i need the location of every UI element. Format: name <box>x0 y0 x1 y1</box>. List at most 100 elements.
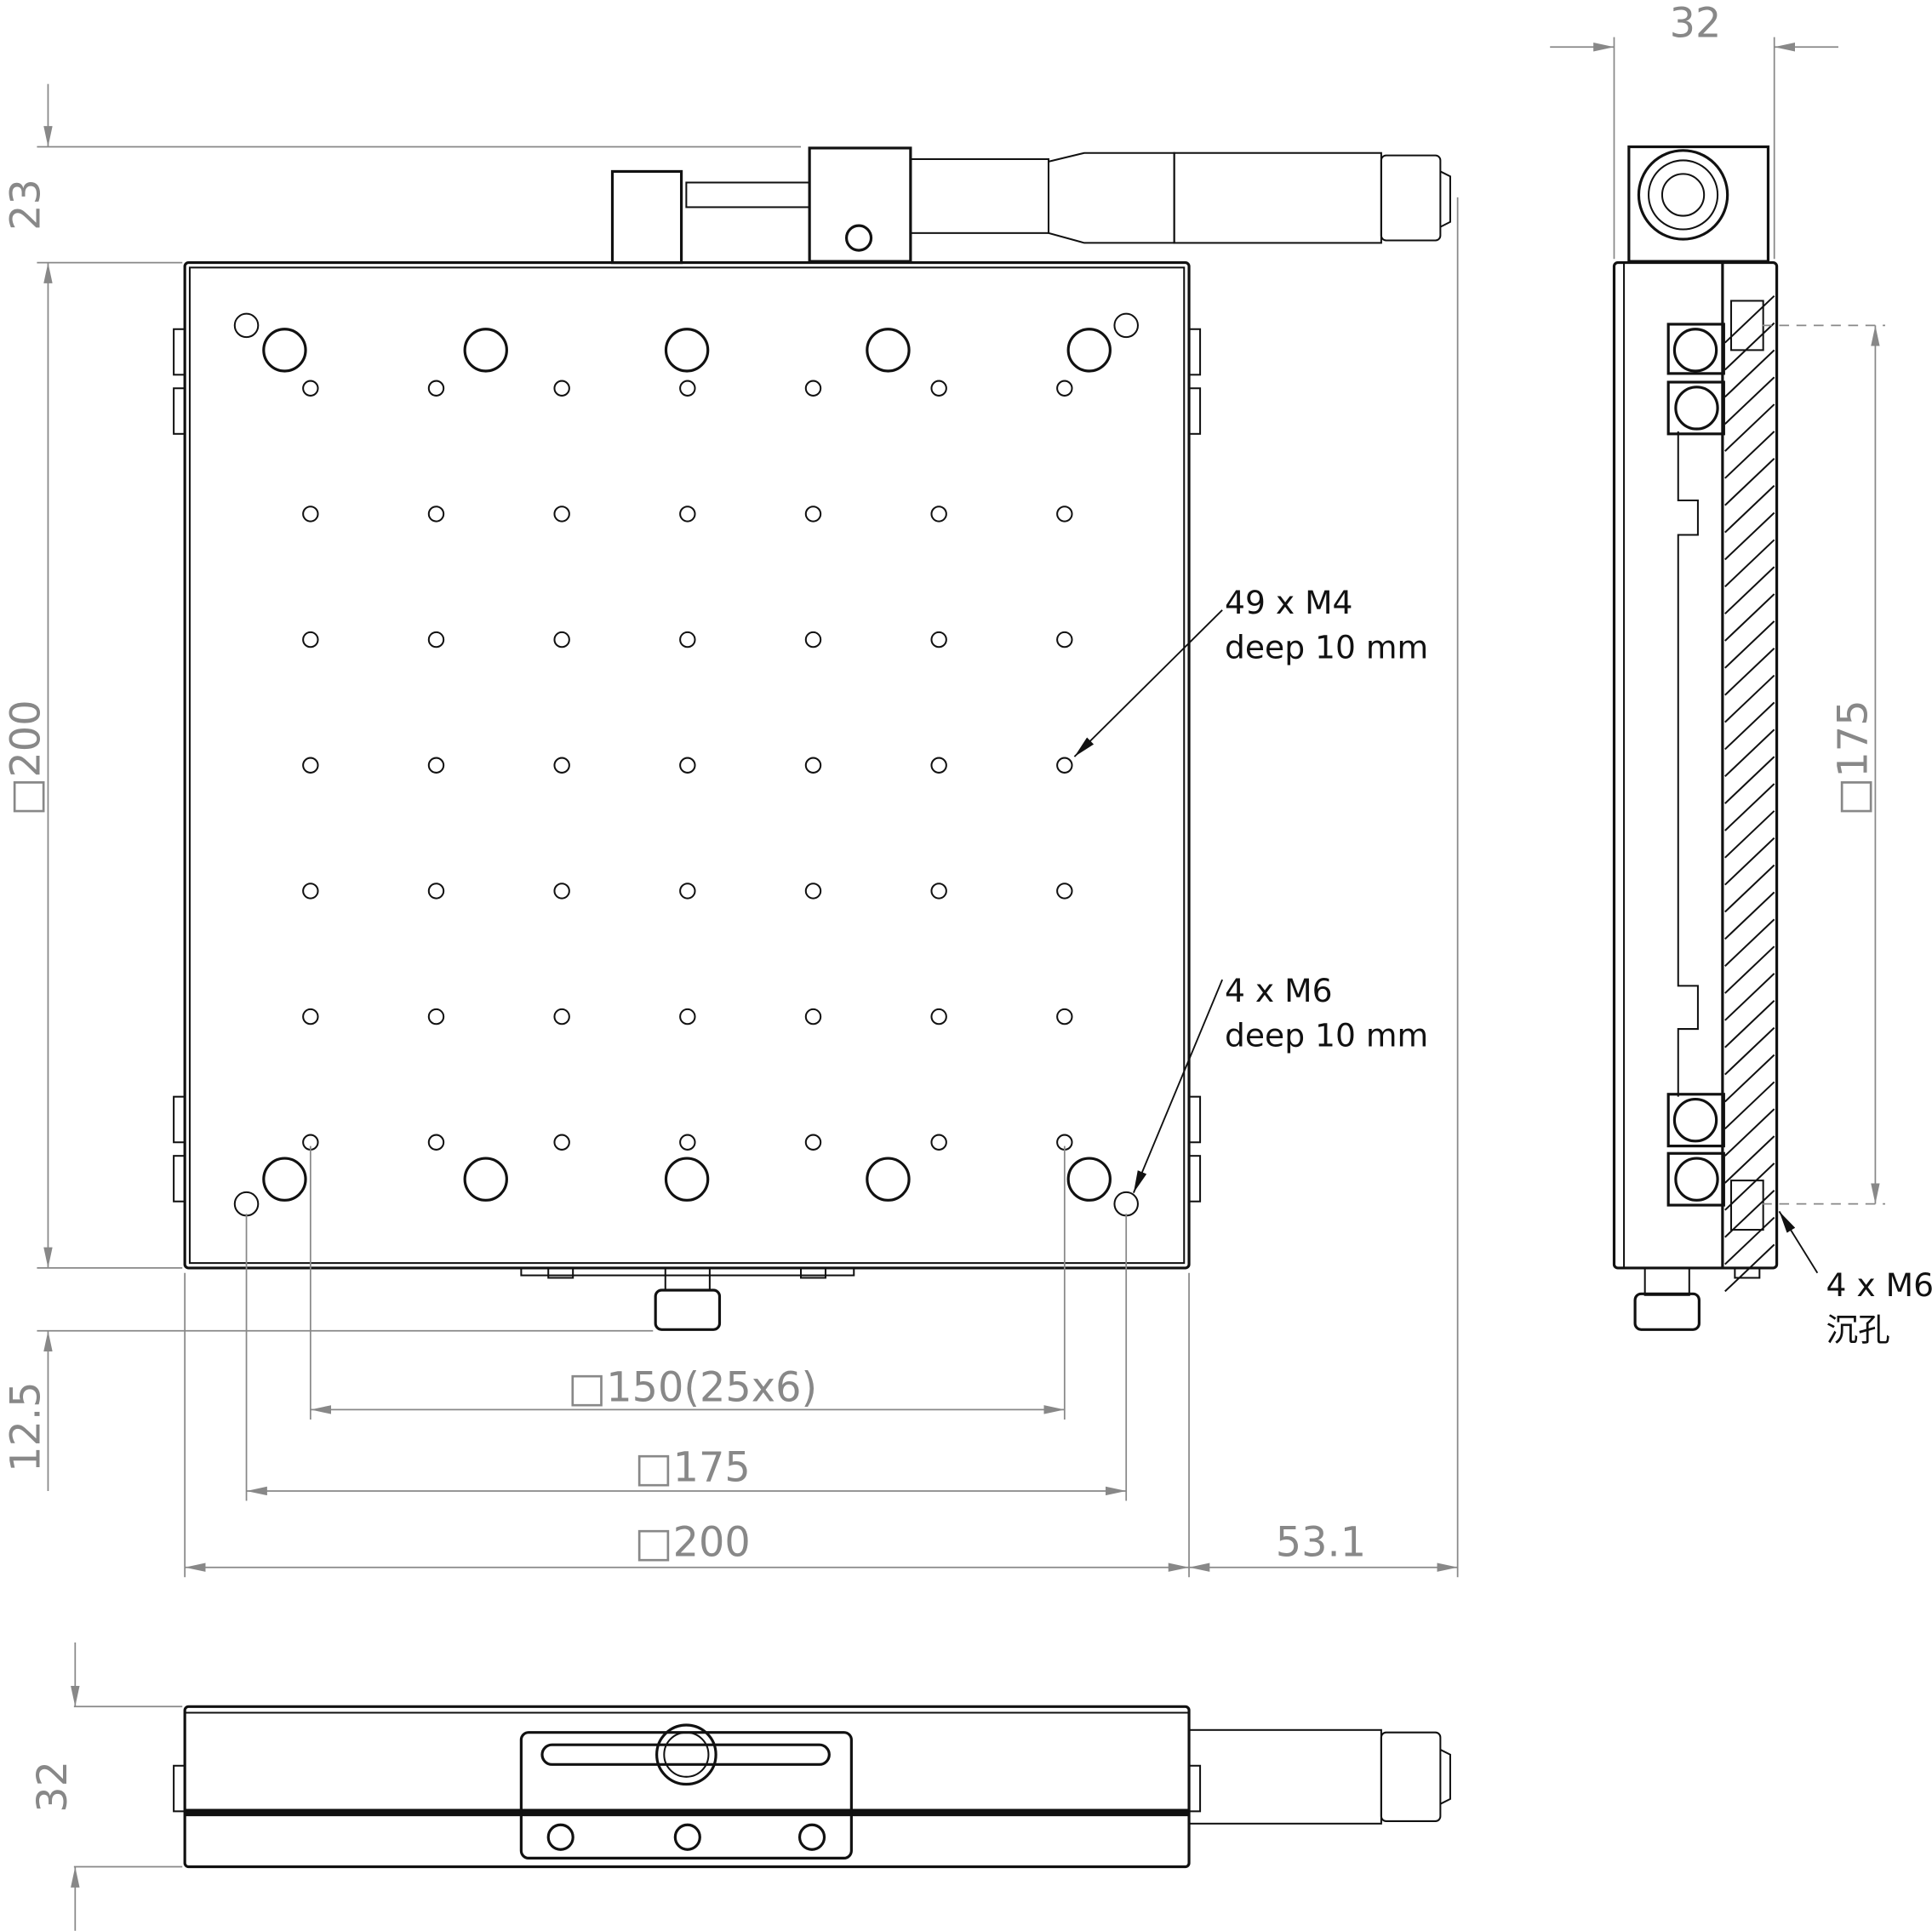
m4-count-note: 49 x M4 <box>1225 584 1352 621</box>
m4-hole <box>804 506 822 523</box>
m6-hole <box>1113 1191 1139 1217</box>
hatch-line <box>1724 322 1775 371</box>
dimensions-top-view: 23 □200 12.5 □150(25x6) □175 □200 53.1 <box>3 83 1459 1578</box>
counterbore-hole <box>262 328 307 373</box>
m4-depth-note: deep 10 mm <box>1225 628 1428 666</box>
counterbore-hole <box>1066 328 1112 373</box>
hatch-line <box>1724 539 1775 588</box>
hatch-line <box>1724 946 1775 994</box>
hatch-line <box>1724 1216 1775 1265</box>
m4-hole <box>302 757 319 774</box>
m4-hole <box>930 883 947 900</box>
hatch-line <box>1724 566 1775 614</box>
hatch-line <box>1724 376 1775 425</box>
hatch-line <box>1724 620 1775 669</box>
hatch-line <box>1724 674 1775 723</box>
side-rails <box>173 328 1202 1203</box>
m4-hole <box>553 380 570 397</box>
section-hatch <box>1724 294 1775 1293</box>
top-view: 49 x M4 deep 10 mm 4 x M6 deep 10 mm <box>173 146 1451 1331</box>
side-m6-count-note: 4 x M6 <box>1826 1266 1932 1304</box>
bottom-knob <box>520 1266 855 1331</box>
hatch-line <box>1724 973 1775 1021</box>
hatch-line <box>1724 837 1775 886</box>
counterbore-hole <box>866 328 911 373</box>
m4-hole <box>302 1008 319 1025</box>
m4-hole <box>427 506 445 523</box>
m4-hole <box>804 380 822 397</box>
hatch-line <box>1724 1081 1775 1130</box>
hole-pattern <box>233 312 1139 1217</box>
counterbore-hole <box>463 328 508 373</box>
m4-hole <box>679 380 696 397</box>
m6-hole <box>233 312 260 339</box>
lock-screw-icon <box>844 224 873 252</box>
dim-side-m6-spacing: □175 <box>1830 700 1877 815</box>
m4-hole <box>930 506 947 523</box>
m4-hole <box>679 757 696 774</box>
m4-hole <box>930 757 947 774</box>
m4-hole <box>427 631 445 648</box>
dim-front-thickness: 32 <box>30 1761 77 1813</box>
counterbore-hole <box>664 1157 710 1202</box>
m4-hole <box>679 1134 696 1151</box>
m4-hole <box>553 757 570 774</box>
counterbore-hole <box>866 1157 911 1202</box>
hatch-line <box>1724 891 1775 940</box>
counterbore-hole <box>664 328 710 373</box>
m4-hole <box>302 380 319 397</box>
m4-hole <box>302 506 319 523</box>
hatch-line <box>1724 593 1775 642</box>
m4-hole <box>930 380 947 397</box>
m4-hole <box>553 631 570 648</box>
m4-hole <box>427 883 445 900</box>
m4-hole <box>302 883 319 900</box>
hatch-line <box>1724 484 1775 534</box>
side-view: □175 32 4 x M6 沉孔 <box>1550 1 1932 1348</box>
m4-hole <box>427 1134 445 1151</box>
m4-hole <box>553 1008 570 1025</box>
hatch-line <box>1724 431 1775 479</box>
m6-depth-note: deep 10 mm <box>1225 1016 1428 1054</box>
m4-hole <box>679 506 696 523</box>
hatch-line <box>1724 294 1775 344</box>
plate-outline <box>183 260 1191 1270</box>
m4-hole <box>427 1008 445 1025</box>
m4-hole <box>804 1008 822 1025</box>
dim-m6-spacing: □175 <box>634 1444 750 1491</box>
m4-hole <box>1056 757 1073 774</box>
m4-hole <box>804 757 822 774</box>
m4-hole <box>804 631 822 648</box>
hatch-line <box>1724 756 1775 804</box>
hatch-line <box>1724 918 1775 967</box>
dim-micrometer-overhang: 53.1 <box>1276 1520 1366 1567</box>
hatch-line <box>1724 1054 1775 1103</box>
m4-hole <box>679 883 696 900</box>
hatch-line <box>1724 1135 1775 1184</box>
m4-hole <box>1056 380 1073 397</box>
m4-hole <box>427 757 445 774</box>
m4-hole <box>553 506 570 523</box>
hatch-line <box>1724 349 1775 398</box>
hatch-line <box>1724 458 1775 506</box>
m4-hole <box>1056 506 1073 523</box>
m4-hole <box>679 1008 696 1025</box>
dim-top-offset: 23 <box>3 179 49 231</box>
counterbore-hole <box>1066 1157 1112 1202</box>
hatch-line <box>1724 1000 1775 1048</box>
dim-plate-height: □200 <box>3 700 49 815</box>
side-m6-type-note: 沉孔 <box>1826 1311 1889 1348</box>
counterbore-hole <box>262 1157 307 1202</box>
hatch-line <box>1724 647 1775 696</box>
m4-hole <box>679 631 696 648</box>
dim-knob-offset: 12.5 <box>3 1381 49 1471</box>
front-view: 32 <box>30 1642 1451 1931</box>
m4-hole <box>930 1134 947 1151</box>
hatch-line <box>1724 1163 1775 1211</box>
hatch-line <box>1724 1108 1775 1157</box>
hatch-line <box>1724 810 1775 859</box>
m6-hole <box>233 1191 260 1217</box>
m4-hole <box>1056 883 1073 900</box>
counterbore-hole <box>463 1157 508 1202</box>
